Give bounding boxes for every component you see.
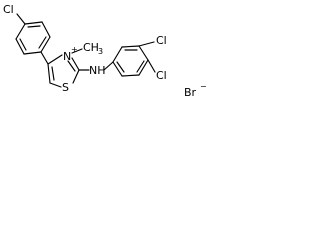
atom-cl-top-left: Cl bbox=[3, 3, 14, 16]
atom-cl-right-bottom: Cl bbox=[156, 69, 167, 82]
bond-r2-c bbox=[138, 45, 149, 61]
bond-ring-double-1 bbox=[27, 25, 41, 28]
bond-nh-aryl bbox=[103, 61, 114, 71]
chemical-structure: Cl N + CH 3 S NH Cl Cl Br − bbox=[3, 3, 207, 99]
bond-ring-double-2 bbox=[38, 36, 47, 49]
bond-cl-upper bbox=[138, 41, 155, 47]
bond-s1-c5 bbox=[49, 82, 62, 88]
atom-methyl-subscript: 3 bbox=[98, 47, 103, 56]
charge-minus-br: − bbox=[200, 82, 207, 91]
bond-ring-double-3 bbox=[19, 38, 27, 51]
bond-n-methyl bbox=[71, 48, 83, 54]
bond-c4-n3 bbox=[47, 54, 63, 65]
bond-n3-c2-double bbox=[67, 60, 76, 72]
bond-aryl-thiazole bbox=[40, 51, 49, 65]
bond-ring-c bbox=[40, 36, 51, 53]
bond-r2-f bbox=[112, 61, 123, 77]
bond-r2-e bbox=[121, 74, 140, 77]
bond-n3-c2 bbox=[71, 57, 80, 71]
atom-s-ring: S bbox=[62, 81, 69, 94]
atom-cl-right-top: Cl bbox=[156, 34, 167, 47]
bond-c5-c4-double bbox=[51, 66, 55, 81]
bond-r2-double-2 bbox=[136, 60, 145, 73]
bond-ring-e bbox=[15, 38, 25, 55]
atom-methyl: CH bbox=[83, 41, 99, 54]
atom-bromide: Br bbox=[184, 86, 197, 99]
bond-cl-lower bbox=[147, 59, 156, 73]
atom-n-ring: N bbox=[63, 50, 71, 63]
atom-nh-amine: NH bbox=[89, 64, 106, 77]
bond-r2-double-3 bbox=[116, 61, 125, 73]
chlorophenyl-ring bbox=[15, 13, 51, 55]
bond-ring-d bbox=[23, 51, 42, 55]
bond-r2-a bbox=[112, 46, 123, 63]
bond-ring-f bbox=[15, 23, 26, 40]
bond-c2-s1 bbox=[72, 69, 80, 84]
bond-c5-c4 bbox=[47, 63, 51, 84]
bond-ring-b bbox=[41, 21, 51, 38]
bond-r2-d bbox=[138, 59, 149, 76]
dichlorophenyl-ring bbox=[112, 45, 149, 77]
bond-cl-c1 bbox=[16, 13, 26, 25]
thiazolium-ring bbox=[47, 54, 80, 88]
bond-r2-b bbox=[121, 45, 140, 48]
charge-plus-n: + bbox=[71, 45, 78, 54]
bond-ring-a bbox=[24, 21, 43, 25]
